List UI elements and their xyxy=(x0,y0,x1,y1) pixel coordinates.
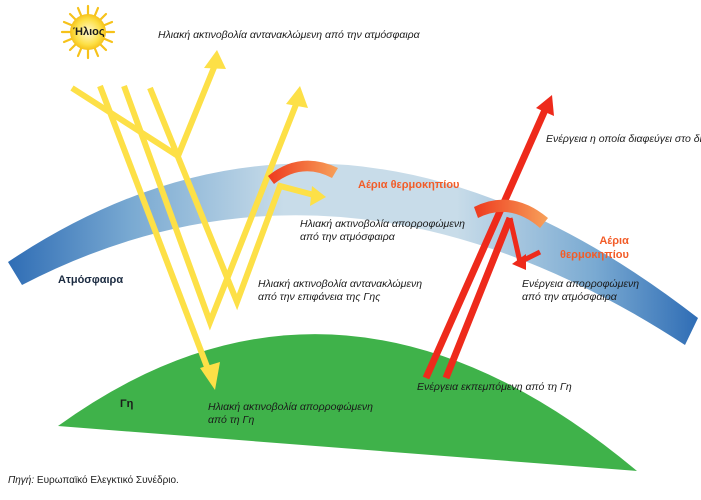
sun-label: Ήλιος xyxy=(73,26,105,38)
greenhouse-gases-label-2: Αέρια θερμοκηπίου xyxy=(560,235,629,261)
earth-label: Γη xyxy=(120,398,134,410)
greenhouse-gases-label-1: Αέρια θερμοκηπίου xyxy=(358,179,460,191)
escapes-to-space-label: Ενέργεια η οποία διαφεύγει στο διάστημα xyxy=(546,133,701,145)
atmosphere-band xyxy=(8,163,698,345)
sun-icon xyxy=(60,4,116,60)
atmosphere-label: Ατμόσφαιρα xyxy=(58,274,124,286)
solar-absorbed-earth-arrow xyxy=(97,84,220,390)
reflected-by-atmosphere-label: Ηλιακή ακτινοβολία αντανακλώμενη από την… xyxy=(158,29,420,41)
energy-absorbed-by-atmosphere-label: Ενέργεια απορροφώμενη από την ατμόσφαιρα xyxy=(522,278,640,303)
solar-reflected-surface-arrow xyxy=(121,84,308,331)
emitted-energy-arrow-2 xyxy=(442,216,514,380)
source-text: Ευρωπαϊκό Ελεγκτικό Συνέδριο. xyxy=(34,475,179,486)
greenhouse-arc-arrow-1 xyxy=(268,160,338,184)
absorbed-by-earth-label: Ηλιακή ακτινοβολία απορροφώμενη από τη Γ… xyxy=(208,401,373,426)
absorbed-by-atmosphere-label: Ηλιακή ακτινοβολία απορροφώμενη από την … xyxy=(300,218,465,243)
source-prefix: Πηγή: xyxy=(8,475,35,486)
solar-reflected-atmosphere-arrow xyxy=(70,50,226,161)
greenhouse-arc-arrow-2 xyxy=(474,199,548,228)
energy-absorbed-atmosphere-arrow xyxy=(507,217,542,270)
reflected-by-surface-label: Ηλιακή ακτινοβολία αντανακλώμενη από την… xyxy=(258,278,423,303)
emitted-energy-arrow-1 xyxy=(422,95,554,380)
solar-absorbed-atmosphere-arrow xyxy=(147,86,326,311)
source-note: Πηγή: Ευρωπαϊκό Ελεγκτικό Συνέδριο. xyxy=(8,474,179,487)
emitted-by-earth-label: Ενέργεια εκπεμπόμενη από τη Γη xyxy=(417,381,572,393)
